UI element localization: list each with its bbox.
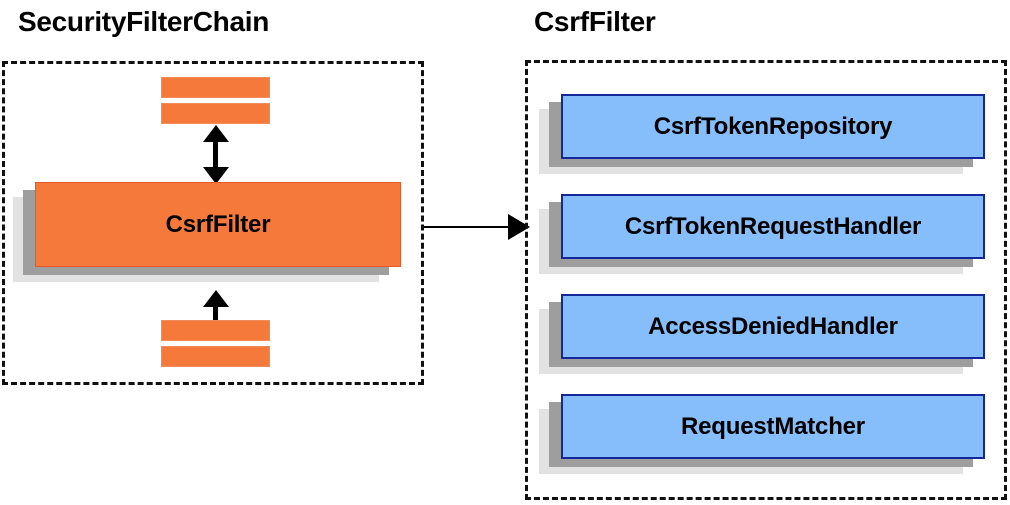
collaborator-card-csrf-token-repository[interactable]: CsrfTokenRepository xyxy=(539,94,985,174)
csrf-filter-collaborators-panel xyxy=(525,60,1007,500)
security-filter-chain-panel xyxy=(2,61,424,385)
csrf-filter-card-label: CsrfFilter xyxy=(35,182,401,267)
placeholder-filter-bar-bottom-2 xyxy=(161,346,270,367)
arrow-shaft-top xyxy=(213,138,218,173)
collaborator-card-label: CsrfTokenRepository xyxy=(561,94,985,159)
right-panel-title: CsrfFilter xyxy=(534,6,656,37)
arrow-down-head-top xyxy=(203,167,229,184)
collaborator-card-csrf-token-request-handler[interactable]: CsrfTokenRequestHandler xyxy=(539,194,985,274)
arrow-shaft-bottom xyxy=(213,303,218,330)
placeholder-filter-bar-top-1 xyxy=(161,77,270,98)
placeholder-filter-bar-bottom-1 xyxy=(161,320,270,341)
collaborator-card-label: CsrfTokenRequestHandler xyxy=(561,194,985,259)
csrf-filter-card[interactable]: CsrfFilter xyxy=(13,182,401,282)
collaborator-card-request-matcher[interactable]: RequestMatcher xyxy=(539,394,985,474)
arrow-up-head-bottom xyxy=(203,290,229,307)
collaborator-card-label: AccessDeniedHandler xyxy=(561,294,985,359)
arrow-up-head-top xyxy=(203,125,229,142)
connector-arrow-head-icon xyxy=(508,214,530,240)
placeholder-filter-bar-top-2 xyxy=(161,103,270,124)
left-panel-title: SecurityFilterChain xyxy=(18,6,270,37)
connector-line xyxy=(424,226,510,228)
collaborator-card-access-denied-handler[interactable]: AccessDeniedHandler xyxy=(539,294,985,374)
collaborator-card-label: RequestMatcher xyxy=(561,394,985,459)
